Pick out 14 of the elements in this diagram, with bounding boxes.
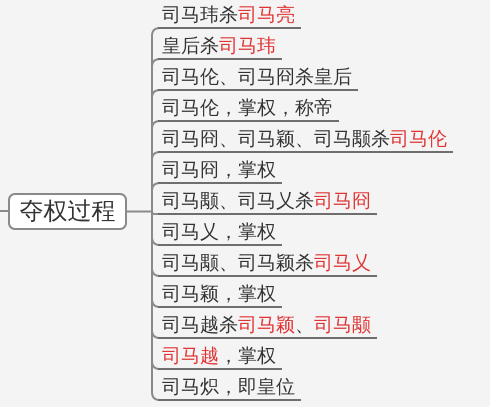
branch-topic: 司马颖，掌权 xyxy=(158,282,282,308)
branch-topic: 皇后杀司马玮 xyxy=(158,34,282,60)
branch-topic: 司马越，掌权 xyxy=(158,344,282,370)
topic-box: 夺权过程 xyxy=(8,193,127,230)
branch-topic: 司马颙、司马乂杀司马冏 xyxy=(158,189,377,215)
branch-topic: 司马炽，即皇位 xyxy=(158,375,301,401)
branch-topic: 司马颙、司马颖杀司马乂 xyxy=(158,251,377,277)
branch-topic: 司马伦，掌权，称帝 xyxy=(158,96,339,122)
branch-topic: 司马乂，掌权 xyxy=(158,220,282,246)
branch-topic: 司马玮杀司马亮 xyxy=(158,3,301,29)
branch-topic: 司马越杀司马颖、司马颙 xyxy=(158,313,377,339)
branch-topic: 司马冏、司马颖、司马颙杀司马伦 xyxy=(158,127,453,153)
branch-topic: 司马冏，掌权 xyxy=(158,158,282,184)
branch-topic: 司马伦、司马冏杀皇后 xyxy=(158,65,358,91)
